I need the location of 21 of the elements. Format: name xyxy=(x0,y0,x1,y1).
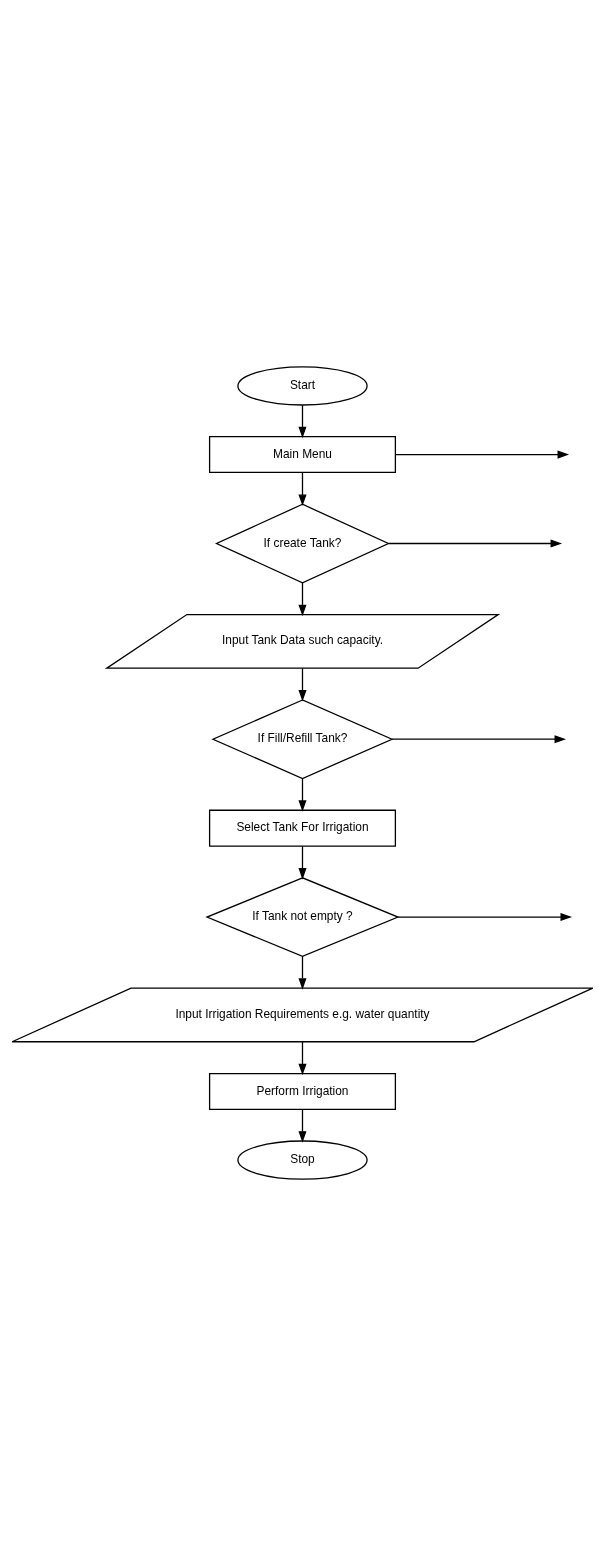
node-ellipse: Start xyxy=(237,366,368,406)
arrow xyxy=(298,845,307,880)
arrow xyxy=(298,1108,307,1143)
arrow xyxy=(298,1041,307,1076)
arrow xyxy=(298,667,307,702)
arrow xyxy=(391,735,567,744)
node-box: Select Tank For Irrigation xyxy=(208,809,397,847)
arrow xyxy=(387,539,563,548)
arrow xyxy=(298,582,307,617)
node-diamond: If Fill/Refill Tank? xyxy=(211,699,394,780)
arrow xyxy=(298,472,307,507)
node-diamond: If create Tank? xyxy=(215,503,390,584)
arrow xyxy=(298,404,307,439)
node-diamond: If Tank not empty ? xyxy=(205,877,400,957)
node-box: Perform Irrigation xyxy=(208,1072,397,1110)
arrow xyxy=(397,913,573,922)
arrow xyxy=(298,777,307,812)
node-ellipse: Stop xyxy=(237,1140,368,1180)
node-box: Main Menu xyxy=(208,436,397,474)
arrow xyxy=(298,955,307,990)
arrow xyxy=(394,450,570,459)
